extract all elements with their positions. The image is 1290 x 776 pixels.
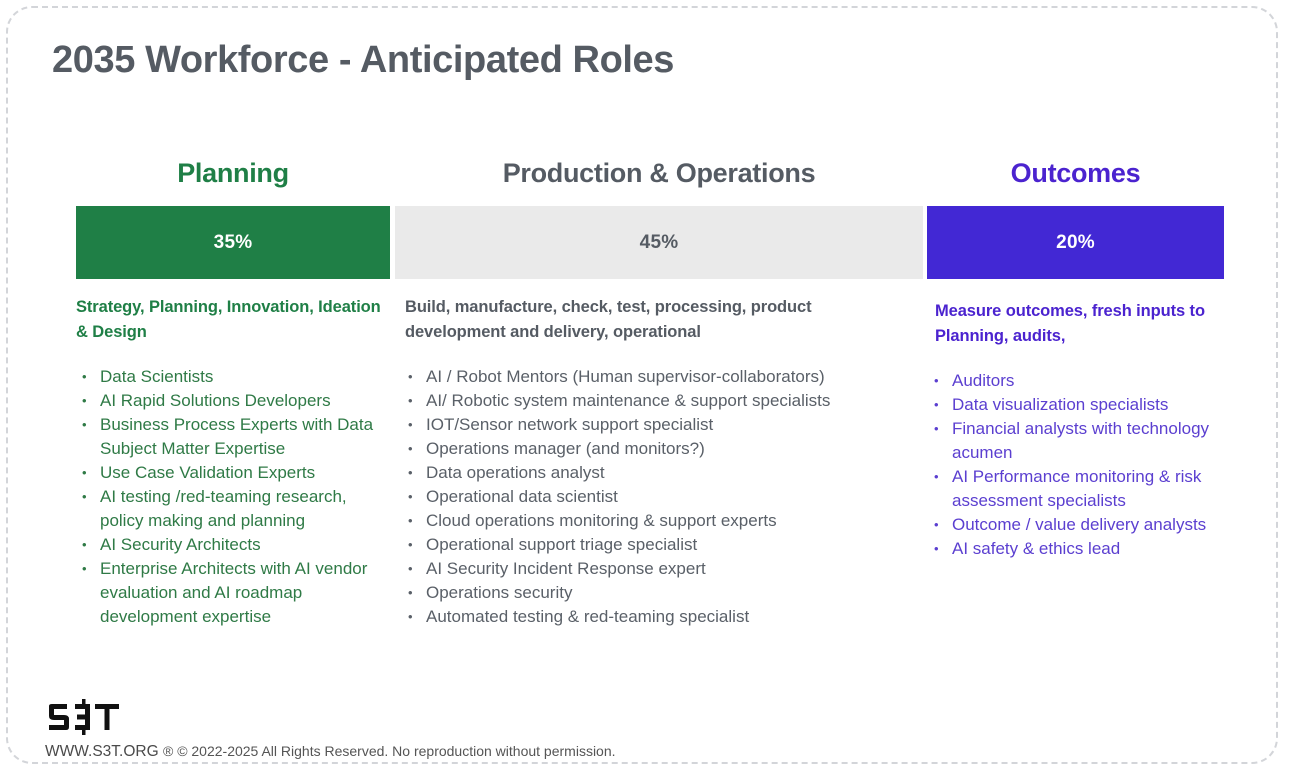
- list-item: Enterprise Architects with AI vendor eva…: [78, 557, 388, 629]
- column-heading-production-operations: Production & Operations: [502, 158, 816, 188]
- list-item: Operational support triage specialist: [404, 533, 904, 557]
- list-item: AI Security Architects: [78, 533, 388, 557]
- list-item: Auditors: [930, 369, 1235, 393]
- column-heading-planning: Planning: [177, 158, 289, 188]
- column-subtitle-production-operations: Build, manufacture, check, test, process…: [405, 298, 812, 341]
- list-item: AI / Robot Mentors (Human supervisor-col…: [404, 365, 904, 389]
- list-item: Cloud operations monitoring & support ex…: [404, 509, 904, 533]
- footer-legal-text: ® © 2022-2025 All Rights Reserved. No re…: [162, 743, 616, 759]
- list-item: IOT/Sensor network support specialist: [404, 413, 904, 437]
- list-item: Data visualization specialists: [930, 393, 1235, 417]
- role-list-outcomes: Auditors Data visualization specialists …: [930, 369, 1235, 561]
- list-item: Financial analysts with technology acume…: [930, 417, 1235, 465]
- list-item: AI safety & ethics lead: [930, 537, 1235, 561]
- percent-bar-production-operations: 45%: [395, 206, 923, 279]
- slide-card: 2035 Workforce - Anticipated Roles Plann…: [6, 6, 1278, 764]
- percent-bar-planning: 35%: [76, 206, 390, 279]
- list-item: Data Scientists: [78, 365, 388, 389]
- list-item: Data operations analyst: [404, 461, 904, 485]
- role-list-production-operations: AI / Robot Mentors (Human supervisor-col…: [404, 365, 904, 629]
- list-item: AI Rapid Solutions Developers: [78, 389, 388, 413]
- list-item: Use Case Validation Experts: [78, 461, 388, 485]
- list-item: Outcome / value delivery analysts: [930, 513, 1235, 537]
- footer-copyright: WWW.S3T.ORG ® © 2022-2025 All Rights Res…: [45, 743, 616, 761]
- role-list-planning: Data Scientists AI Rapid Solutions Devel…: [78, 365, 388, 629]
- percent-label-planning: 35%: [213, 231, 253, 253]
- footer-site-url: WWW.S3T.ORG: [45, 743, 159, 760]
- list-item: AI testing /red-teaming research, policy…: [78, 485, 388, 533]
- list-item: AI Security Incident Response expert: [404, 557, 904, 581]
- column-subtitle-planning: Strategy, Planning, Innovation, Ideation…: [76, 298, 381, 341]
- page-title: 2035 Workforce - Anticipated Roles: [52, 39, 675, 81]
- list-item: AI Performance monitoring & risk assessm…: [930, 465, 1235, 513]
- column-subtitle-outcomes: Measure outcomes, fresh inputs to Planni…: [935, 302, 1205, 345]
- column-heading-outcomes: Outcomes: [1010, 158, 1141, 188]
- list-item: Automated testing & red-teaming speciali…: [404, 605, 904, 629]
- list-item: Operations security: [404, 581, 904, 605]
- percent-label-production-operations: 45%: [639, 231, 679, 253]
- s3t-logo: [45, 699, 123, 735]
- percent-label-outcomes: 20%: [1056, 231, 1095, 253]
- list-item: AI/ Robotic system maintenance & support…: [404, 389, 904, 413]
- s3t-logo-icon: [49, 699, 119, 735]
- list-item: Operations manager (and monitors?): [404, 437, 904, 461]
- list-item: Operational data scientist: [404, 485, 904, 509]
- percent-bar-outcomes: 20%: [927, 206, 1224, 279]
- list-item: Business Process Experts with Data Subje…: [78, 413, 388, 461]
